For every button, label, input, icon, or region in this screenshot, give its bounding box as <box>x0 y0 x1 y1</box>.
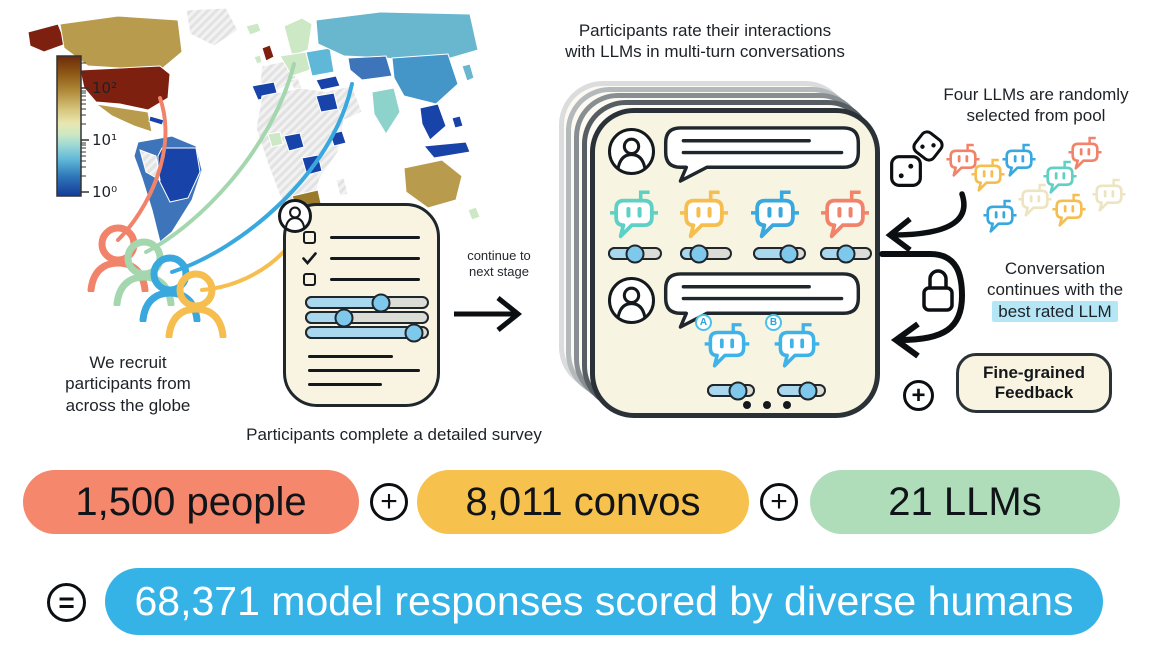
checkbox-icon <box>303 273 316 286</box>
pool-title: Four LLMs are randomly selected from poo… <box>943 85 1129 126</box>
slider-thumb <box>371 293 391 312</box>
stat-pill-convos: 8,011 convos <box>417 470 749 534</box>
robot-icon <box>944 140 982 180</box>
plus-circle-icon: + <box>370 483 408 521</box>
map-continents <box>27 7 481 243</box>
stat-pill-llms: 21 LLMs <box>810 470 1120 534</box>
text-line <box>330 236 420 239</box>
robot-icon <box>817 185 873 243</box>
rating-slider <box>753 244 806 263</box>
recruit-caption: We recruit participants from across the … <box>65 353 191 415</box>
stat-pill-people: 1,500 people <box>23 470 359 534</box>
dice-icon <box>912 130 944 162</box>
colorbar-tick-10: 10¹ <box>92 131 117 149</box>
slider-thumb <box>689 244 709 263</box>
slider-thumb <box>728 381 748 400</box>
robot-icon <box>1000 140 1038 180</box>
continuation-line2: continues with the <box>986 280 1124 300</box>
continuation-text: Conversation continues with the best rat… <box>965 258 1145 322</box>
survey-slider <box>305 308 429 327</box>
conversation-card: A B <box>590 108 880 418</box>
robot-icon <box>981 196 1019 236</box>
ab-badge: A <box>695 314 712 331</box>
person-icon <box>169 274 223 336</box>
checkbox-icon <box>303 231 316 244</box>
survey-caption: Participants complete a detailed survey <box>246 425 542 444</box>
colorbar-tick-1: 10⁰ <box>92 183 117 201</box>
rating-slider <box>707 381 755 400</box>
dice-icon <box>890 155 922 187</box>
text-line <box>330 257 420 260</box>
slider-thumb <box>836 244 856 263</box>
colorbar: 10² 10¹ 10⁰ <box>56 55 117 201</box>
best-rated-llm-highlight: best rated LLM <box>992 300 1118 322</box>
user-avatar-icon <box>278 199 312 233</box>
ab-badge: B <box>765 314 782 331</box>
continuation-line1: Conversation <box>1004 259 1106 278</box>
survey-slider <box>305 293 429 312</box>
slider-thumb <box>334 308 354 327</box>
robot-icon <box>1090 175 1128 215</box>
plus-circle-icon: + <box>903 380 934 411</box>
survey-document <box>278 199 440 407</box>
text-line <box>308 383 382 386</box>
rating-slider <box>820 244 872 263</box>
lock-icon <box>922 269 954 312</box>
robot-icon <box>1016 180 1054 220</box>
world-map: 10² 10¹ 10⁰ <box>27 7 481 470</box>
transition-label: continue to next stage <box>467 248 531 280</box>
text-line <box>330 278 420 281</box>
recruit-connection-lines <box>116 62 354 292</box>
user-avatar-icon <box>608 128 655 175</box>
slider-thumb <box>625 244 645 263</box>
rating-title: Participants rate their interactions wit… <box>565 21 845 62</box>
curved-arrow-icon <box>879 251 966 359</box>
equals-circle-icon: = <box>47 583 86 622</box>
text-line <box>308 355 393 358</box>
speech-bubble <box>663 126 861 183</box>
slider-thumb <box>779 244 799 263</box>
checkmark-icon <box>302 252 317 265</box>
arrow-right-icon <box>454 296 523 332</box>
survey-slider <box>305 323 429 342</box>
slider-thumb <box>798 381 818 400</box>
user-avatar-icon <box>608 277 655 324</box>
robot-icon <box>676 185 732 243</box>
ellipsis-dots <box>743 401 791 409</box>
speech-bubble <box>663 272 861 329</box>
rating-slider <box>608 244 662 263</box>
rating-slider <box>777 381 826 400</box>
result-pill: 68,371 model responses scored by diverse… <box>105 568 1103 635</box>
colorbar-tick-100: 10² <box>92 79 117 97</box>
rating-slider <box>680 244 732 263</box>
feedback-box: Fine-grained Feedback <box>956 353 1112 413</box>
curved-arrow-icon <box>885 191 967 252</box>
slider-thumb <box>404 323 424 342</box>
text-line <box>308 369 420 372</box>
robot-icon <box>606 185 662 243</box>
robot-icon <box>747 185 803 243</box>
robot-icon <box>1050 190 1088 230</box>
plus-circle-icon: + <box>760 483 798 521</box>
